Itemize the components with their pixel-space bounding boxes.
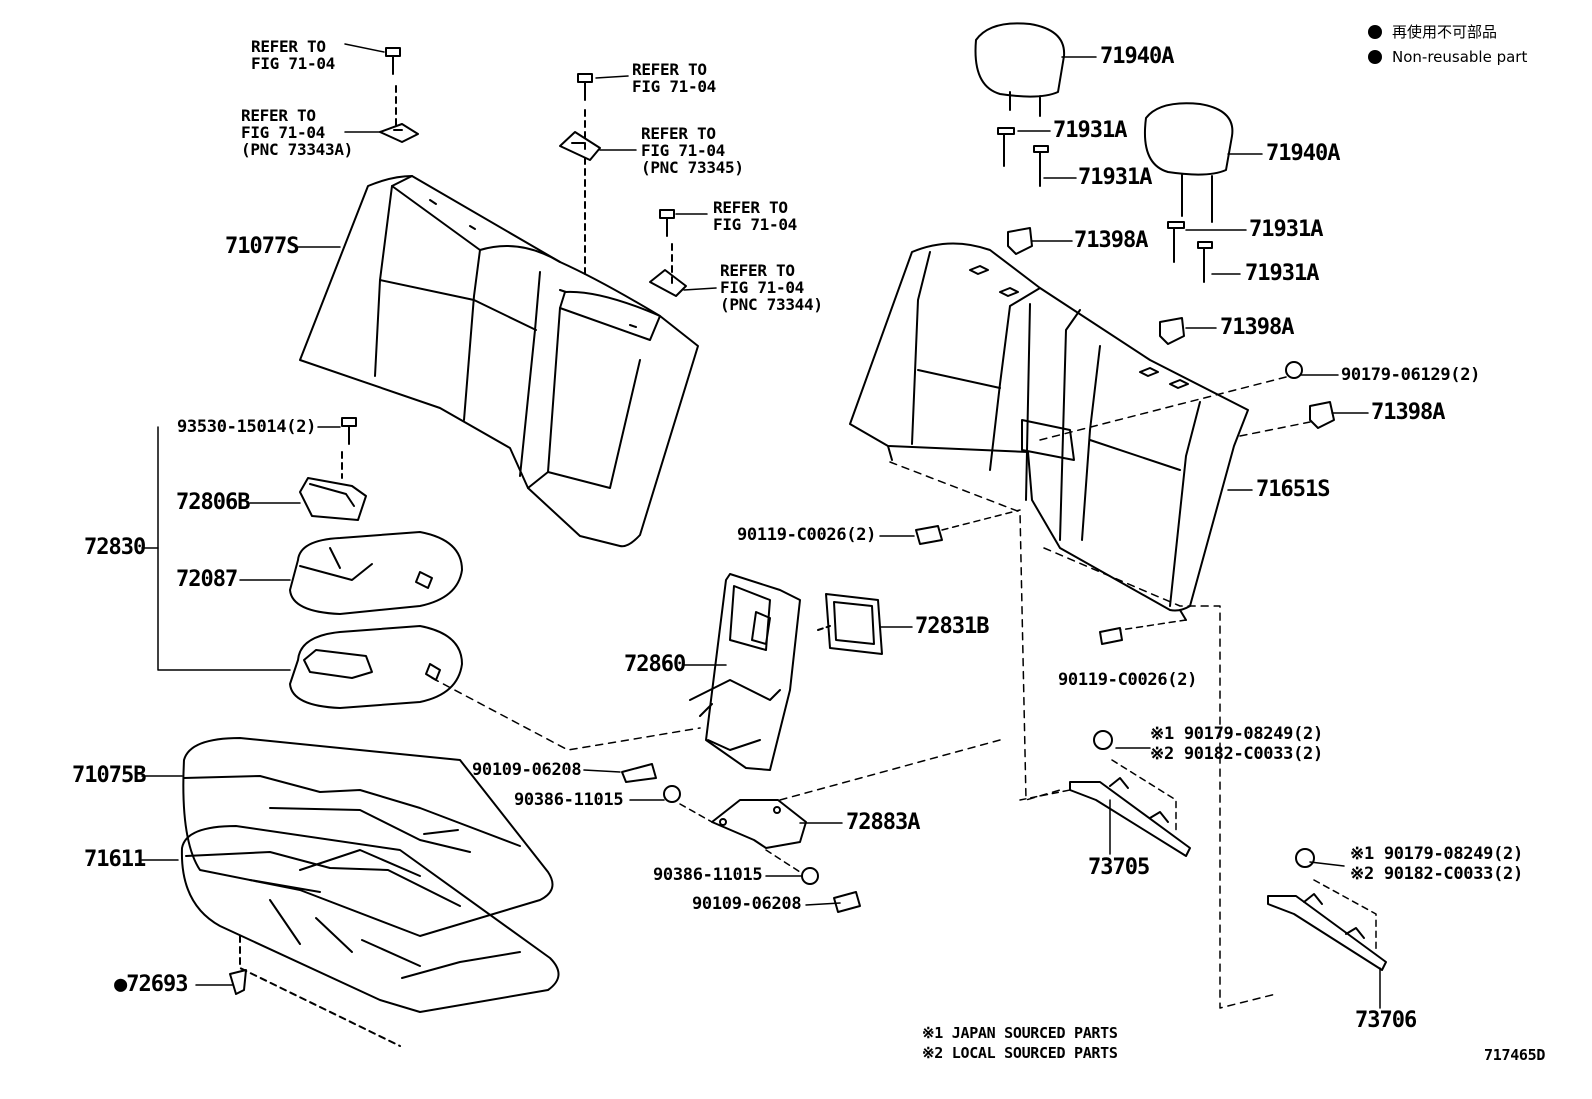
- part-73706: 73706: [1355, 1008, 1417, 1033]
- seatback-71077S-shape: [299, 175, 699, 548]
- non-reusable-marker: ●: [114, 972, 127, 997]
- part-71077S: 71077S: [225, 234, 299, 259]
- part-72831B: 72831B: [915, 614, 989, 639]
- part-72883A: 72883A: [846, 810, 920, 835]
- part-72860: 72860: [624, 652, 686, 677]
- part-72806B: 72806B: [176, 490, 250, 515]
- part-73706-note1: ※1 90179-08249(2): [1350, 844, 1523, 864]
- part-72087: 72087: [176, 567, 238, 592]
- part-71931A-4: 71931A: [1245, 261, 1319, 286]
- legend-en: Non-reusable part: [1392, 48, 1528, 66]
- part-73705-note1: ※1 90179-08249(2): [1150, 724, 1323, 744]
- part-90109-a: 90109-06208: [472, 760, 582, 780]
- center-frame: [431, 509, 1021, 913]
- part-71075B: 71075B: [72, 763, 146, 788]
- ref-fasteners-left: [379, 47, 687, 297]
- seatback-71651S-shape: [849, 242, 1311, 1009]
- part-90119-a: 90119-C0026(2): [737, 525, 877, 545]
- part-71931A-1: 71931A: [1053, 118, 1127, 143]
- part-71940A-2: 71940A: [1266, 141, 1340, 166]
- part-90386-a: 90386-11015: [514, 790, 624, 810]
- note-local-sourced: ※2 LOCAL SOURCED PARTS: [922, 1044, 1118, 1062]
- seat-cushion: [180, 737, 560, 1047]
- armrest-assy: [289, 417, 463, 709]
- seat-rails: [1019, 730, 1387, 971]
- part-72830: 72830: [84, 535, 146, 560]
- part-71398A-2: 71398A: [1220, 315, 1294, 340]
- headrests: [974, 22, 1335, 429]
- figure-id: 717465D: [1484, 1046, 1546, 1064]
- part-73706-note2: ※2 90182-C0033(2): [1350, 864, 1523, 884]
- part-90179-06129: 90179-06129(2): [1341, 365, 1481, 385]
- part-71611: 71611: [84, 847, 146, 872]
- part-90109-b: 90109-06208: [692, 894, 802, 914]
- part-71940A-1: 71940A: [1100, 44, 1174, 69]
- note-japan-sourced: ※1 JAPAN SOURCED PARTS: [922, 1024, 1118, 1042]
- part-90386-b: 90386-11015: [653, 865, 763, 885]
- legend-jp: 再使用不可部品: [1392, 23, 1498, 41]
- part-93530: 93530-15014(2): [177, 417, 317, 437]
- part-71398A-1: 71398A: [1074, 228, 1148, 253]
- part-71651S: 71651S: [1256, 477, 1330, 502]
- part-90119-b: 90119-C0026(2): [1058, 670, 1198, 690]
- part-71931A-2: 71931A: [1078, 165, 1152, 190]
- part-71931A-3: 71931A: [1249, 217, 1323, 242]
- group-bracket-72830: [157, 426, 291, 671]
- part-71398A-3: 71398A: [1371, 400, 1445, 425]
- part-73705-note2: ※2 90182-C0033(2): [1150, 744, 1323, 764]
- leader-lines: [141, 43, 1381, 1009]
- part-72693: ●72693: [114, 972, 188, 997]
- part-73705: 73705: [1088, 855, 1150, 880]
